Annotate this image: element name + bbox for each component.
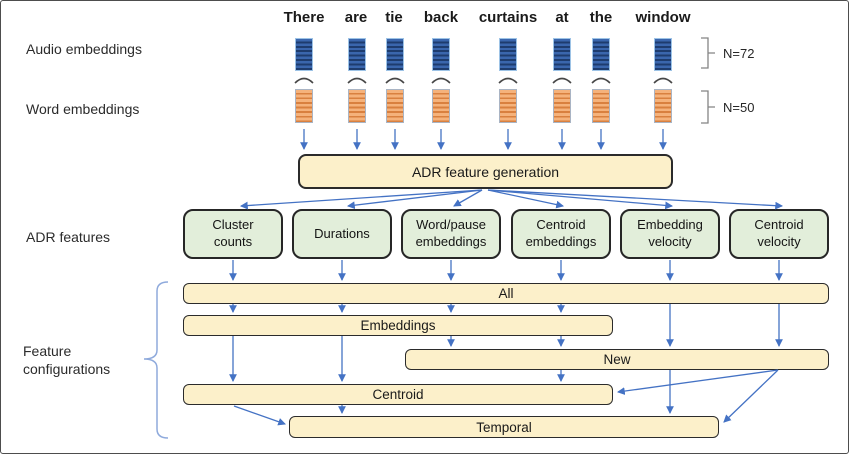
count-brackets	[701, 37, 715, 124]
adr-feature-generation-label: ADR feature generation	[411, 163, 560, 180]
sentence-word: curtains	[478, 9, 538, 26]
audio-embedding-vector	[432, 38, 450, 71]
sentence-word: the	[589, 9, 613, 26]
config-bar-embeddings: Embeddings	[183, 315, 613, 336]
feature-box-label: Embedding velocity	[637, 217, 703, 249]
config-bar-label: Temporal	[476, 419, 532, 435]
feature-box-centroid-embeddings: Centroid embeddings	[511, 209, 611, 259]
adr-features-label: ADR features	[26, 229, 111, 245]
feature-box-label: Centroid velocity	[754, 217, 804, 249]
feature-box-durations: Durations	[292, 209, 392, 259]
config-bar-label: Embeddings	[360, 318, 436, 333]
word-embedding-vector	[592, 89, 610, 123]
config-brace	[143, 281, 169, 439]
sentence-word: are	[344, 9, 368, 26]
sentence-word: tie	[385, 9, 403, 26]
sentence-word: window	[635, 9, 691, 26]
adr-feature-generation-box: ADR feature generation	[298, 154, 673, 189]
audio-count-label: N=72	[723, 46, 755, 61]
word-embedding-vector	[553, 89, 571, 123]
feature-box-label: Centroid embeddings	[525, 217, 597, 249]
config-bar-label: Centroid	[372, 387, 424, 402]
word-embedding-vector	[386, 89, 404, 123]
feature-box-word-pause-embeddings: Word/pause embeddings	[401, 209, 501, 259]
word-count-label: N=50	[723, 100, 755, 115]
word-embedding-vector	[348, 89, 366, 123]
word-embedding-vector	[432, 89, 450, 123]
audio-embedding-vector	[386, 38, 404, 71]
feature-configurations-label: Feature configurations	[23, 343, 111, 378]
sentence-word: There	[283, 9, 325, 26]
word-embedding-vector	[295, 89, 313, 123]
feature-box-embedding-velocity: Embedding velocity	[620, 209, 720, 259]
audio-embedding-vector	[295, 38, 313, 71]
config-bar-all: All	[183, 283, 829, 304]
config-bar-label: All	[498, 286, 514, 301]
feature-box-centroid-velocity: Centroid velocity	[729, 209, 829, 259]
word-embedding-vector	[499, 89, 517, 123]
combine-arc-icons	[294, 77, 673, 84]
audio-embedding-vector	[553, 38, 571, 71]
config-bar-temporal: Temporal	[289, 416, 719, 438]
feature-box-cluster-counts: Cluster counts	[183, 209, 283, 259]
feature-box-label: Durations	[314, 225, 370, 241]
config-bar-label: New	[603, 352, 631, 367]
sentence-word: back	[423, 9, 459, 26]
sentence-word: at	[555, 9, 569, 26]
feature-box-label: Cluster counts	[212, 217, 254, 249]
audio-embedding-vector	[592, 38, 610, 71]
audio-embeddings-label: Audio embeddings	[26, 41, 142, 57]
feature-box-label: Word/pause embeddings	[415, 217, 487, 249]
word-embedding-vector	[654, 89, 672, 123]
word-embeddings-label: Word embeddings	[26, 101, 140, 117]
audio-embedding-vector	[499, 38, 517, 71]
config-bar-new: New	[405, 349, 829, 370]
audio-embedding-vector	[348, 38, 366, 71]
audio-embedding-vector	[654, 38, 672, 71]
config-bar-centroid: Centroid	[183, 384, 613, 405]
